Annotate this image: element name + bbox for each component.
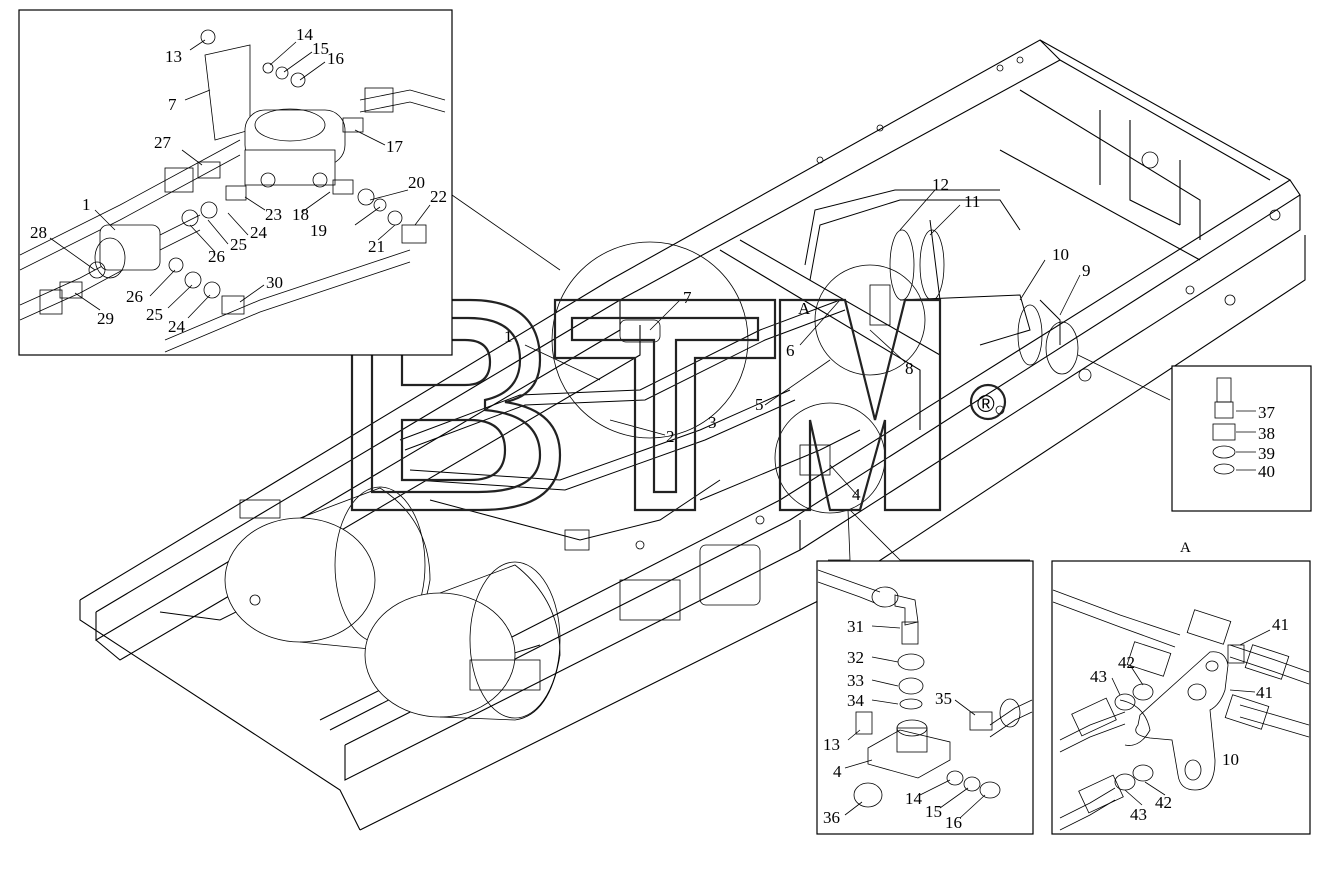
callout-b1-19: 19 bbox=[310, 221, 327, 240]
callout-b1-29: 29 bbox=[97, 309, 114, 328]
callout-b3-15: 15 bbox=[925, 802, 942, 821]
callout-b4-42b: 42 bbox=[1155, 793, 1172, 812]
callout-main-12: 12 bbox=[932, 175, 949, 194]
chassis-frame bbox=[79, 39, 1306, 831]
callout-main-6: 6 bbox=[786, 341, 795, 360]
callout-b1-22: 22 bbox=[430, 187, 447, 206]
callout-main-2: 2 bbox=[666, 427, 675, 446]
callout-main-3: 3 bbox=[708, 413, 717, 432]
callout-b3-14: 14 bbox=[905, 789, 923, 808]
callout-b3-35: 35 bbox=[935, 689, 952, 708]
callout-b1-20: 20 bbox=[408, 173, 425, 192]
callout-b2-39: 39 bbox=[1258, 444, 1275, 463]
callout-b4-41b: 41 bbox=[1256, 683, 1273, 702]
callout-main-1: 1 bbox=[504, 327, 513, 346]
callout-b1-7: 7 bbox=[168, 95, 177, 114]
callout-b1-15: 15 bbox=[312, 39, 329, 58]
callout-main-10: 10 bbox=[1052, 245, 1069, 264]
callout-b1-17: 17 bbox=[386, 137, 404, 156]
callout-b2-37: 37 bbox=[1258, 403, 1276, 422]
callout-b3-16: 16 bbox=[945, 813, 962, 832]
callout-b1-26b: 26 bbox=[126, 287, 143, 306]
callout-b4-42a: 42 bbox=[1118, 653, 1135, 672]
callout-b3-31: 31 bbox=[847, 617, 864, 636]
callout-b3-13: 13 bbox=[823, 735, 840, 754]
air-tank-upper bbox=[224, 486, 431, 651]
callout-b4-43b: 43 bbox=[1130, 805, 1147, 824]
callout-b2-40: 40 bbox=[1258, 462, 1275, 481]
detail-box-1: 13 14 15 16 7 17 27 1 20 22 23 18 19 24 … bbox=[18, 9, 453, 356]
callout-b3-33: 33 bbox=[847, 671, 864, 690]
callout-b1-27: 27 bbox=[154, 133, 172, 152]
main-labels: 7 A 1 6 8 5 2 3 4 12 11 10 9 bbox=[504, 175, 1091, 504]
callout-main-8: 8 bbox=[905, 359, 914, 378]
main-callout-leaders bbox=[524, 189, 1081, 496]
btm-watermark: ® bbox=[350, 298, 1007, 512]
callout-main-5: 5 bbox=[755, 395, 764, 414]
callout-b1-26: 26 bbox=[208, 247, 225, 266]
callout-b4-43a: 43 bbox=[1090, 667, 1107, 686]
callout-b3-4: 4 bbox=[833, 762, 842, 781]
callout-b4-41a: 41 bbox=[1272, 615, 1289, 634]
callout-b1-21: 21 bbox=[368, 237, 385, 256]
callout-b1-24: 24 bbox=[250, 223, 268, 242]
callout-b1-30: 30 bbox=[266, 273, 283, 292]
callout-b1-13: 13 bbox=[165, 47, 182, 66]
detail-circles bbox=[551, 229, 1079, 514]
callout-b3-32: 32 bbox=[847, 648, 864, 667]
callout-main-9: 9 bbox=[1082, 261, 1091, 280]
callout-b1-14: 14 bbox=[296, 25, 314, 44]
air-tank-lower bbox=[364, 561, 561, 721]
callout-main-A: A bbox=[798, 299, 811, 318]
detail-box-4: A 41 42 43 41 1 bbox=[1051, 540, 1311, 835]
callout-main-7: 7 bbox=[683, 288, 692, 307]
callout-b1-16: 16 bbox=[327, 49, 344, 68]
callout-main-11: 11 bbox=[964, 192, 980, 211]
callout-b1-18: 18 bbox=[292, 205, 309, 224]
callout-b1-28: 28 bbox=[30, 223, 47, 242]
callout-b3-34: 34 bbox=[847, 691, 865, 710]
leader-lines bbox=[451, 194, 1171, 561]
callout-main-4: 4 bbox=[852, 485, 861, 504]
callout-b1-24b: 24 bbox=[168, 317, 186, 336]
registered-mark: ® bbox=[977, 391, 995, 418]
callout-b3-36: 36 bbox=[823, 808, 840, 827]
detail-a-title: A bbox=[1180, 540, 1191, 556]
callout-b1-25: 25 bbox=[230, 235, 247, 254]
callout-b4-10: 10 bbox=[1222, 750, 1239, 769]
callout-b1-25b: 25 bbox=[146, 305, 163, 324]
detail-box-2: 37 38 39 40 bbox=[1171, 365, 1312, 512]
callout-b1-23: 23 bbox=[265, 205, 282, 224]
detail-box-3: 31 32 33 34 35 13 4 36 14 15 16 bbox=[816, 560, 1034, 835]
callout-b1-1: 1 bbox=[82, 195, 91, 214]
callout-b2-38: 38 bbox=[1258, 424, 1275, 443]
